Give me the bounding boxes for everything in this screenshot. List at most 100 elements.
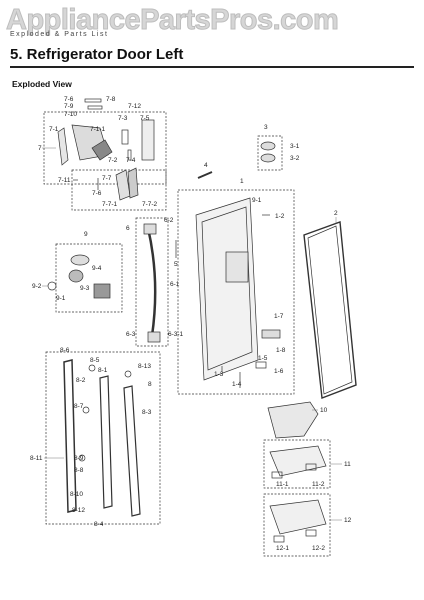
- part-3-2-cap: [260, 153, 276, 163]
- part-1-5-hinge: [255, 361, 267, 369]
- callout-7-11: 7-11: [58, 177, 71, 184]
- callout-7-4: 7-4: [126, 157, 136, 164]
- part-1-door-panel: [195, 197, 259, 381]
- part-3-1-cap: [260, 141, 276, 151]
- part-1-dispenser: [225, 251, 249, 283]
- group-3-box: [257, 135, 283, 171]
- callout-7: 7: [38, 145, 42, 152]
- part-8-1-trim: [99, 375, 113, 509]
- callout-11-2: 11-2: [312, 481, 325, 488]
- callout-1-7: 1-7: [274, 313, 284, 320]
- callout-8-13: 8-13: [138, 363, 151, 370]
- part-7-1-panel: [57, 127, 69, 166]
- callout-1-4: 1-4: [232, 381, 242, 388]
- callout-7-8: 7-8: [106, 96, 116, 103]
- page-title: 5. Refrigerator Door Left: [10, 46, 184, 63]
- part-2-gasket-inner: [307, 225, 353, 395]
- callout-6-3-1: 6-3-1: [168, 331, 184, 338]
- callout-8-11: 8-11: [30, 455, 43, 462]
- part-4-handle: [197, 171, 213, 179]
- callout-7-9: 7-9: [64, 103, 74, 110]
- part-12-2-cap: [305, 529, 317, 537]
- callout-1-8: 1-8: [276, 347, 286, 354]
- part-1-8-strip: [261, 329, 281, 339]
- part-9-2-bolt: [47, 281, 57, 291]
- part-7-5-cover: [141, 119, 155, 161]
- part-8-3-trim: [123, 385, 141, 517]
- callout-7-7: 7-7: [102, 175, 112, 182]
- callout-7-7-1: 7-7-1: [102, 201, 118, 208]
- callout-8-1: 8-1: [98, 367, 108, 374]
- part-7-7-2-bracket: [127, 167, 139, 199]
- part-7-9-bar: [84, 98, 102, 103]
- callout-7-10: 7-10: [64, 111, 77, 118]
- callout-7-1-1: 7-1-1: [90, 126, 106, 133]
- callout-7-12: 7-12: [128, 103, 141, 110]
- callout-8-7: 8-7: [74, 403, 84, 410]
- part-8-9-clip: [78, 454, 86, 462]
- exploded-view-heading: Exploded View: [12, 79, 72, 89]
- part-12-shelf: [269, 499, 327, 535]
- part-1-door-inner: [201, 206, 253, 371]
- callout-7-5: 7-5: [140, 115, 150, 122]
- callout-12-1: 12-1: [276, 545, 289, 552]
- callout-11: 11: [344, 461, 351, 468]
- group-8-box: [45, 351, 161, 525]
- callout-6-1: 6-1: [170, 281, 180, 288]
- part-8-13-clip: [124, 370, 132, 378]
- callout-12-2: 12-2: [312, 545, 325, 552]
- group-11-box: [263, 439, 331, 489]
- callout-9-4: 9-4: [92, 265, 102, 272]
- callout-8-2: 8-2: [76, 377, 86, 384]
- part-7-10-bar: [87, 105, 103, 110]
- callout-6: 6: [126, 225, 130, 232]
- group-6-box: [135, 217, 169, 347]
- callout-9-3: 9-3: [80, 285, 90, 292]
- callout-8-9: 8-9: [74, 455, 84, 462]
- callout-7-7-2: 7-7-2: [142, 201, 158, 208]
- callout-6-2: 6-2: [164, 217, 174, 224]
- part-11-shelf: [269, 445, 327, 477]
- group-12-box: [263, 493, 331, 557]
- part-10-bin: [267, 401, 319, 439]
- group-9-box: [55, 243, 123, 313]
- callout-8-5: 8-5: [90, 357, 100, 364]
- callout-7-6: 7-6: [64, 96, 74, 103]
- callout-8-8: 8-8: [74, 467, 84, 474]
- callout-1-6: 1-6: [274, 368, 284, 375]
- callout-1-2: 1-2: [275, 213, 285, 220]
- callout-10: 10: [320, 407, 328, 414]
- part-9-4-hinge-top: [70, 254, 90, 266]
- part-7-3-small: [121, 129, 129, 145]
- part-7-2-lever: [91, 139, 113, 161]
- callout-8-10: 8-10: [70, 491, 83, 498]
- section-header: Exploded & Parts List: [10, 31, 109, 38]
- callout-2: 2: [334, 210, 338, 217]
- watermark-logo: AppliancePartsPros.com: [6, 4, 340, 37]
- callout-8-3: 8-3: [142, 409, 152, 416]
- callout-8-4: 8-4: [94, 521, 104, 528]
- callout-3: 3: [264, 124, 268, 131]
- part-11-1-cap: [271, 471, 283, 479]
- callout-7-1: 7-1: [49, 126, 59, 133]
- part-6-3-cap: [147, 331, 161, 343]
- callout-8-6: 8-6: [60, 347, 70, 354]
- part-2-gasket: [303, 221, 357, 399]
- part-6-2-cap: [143, 223, 157, 235]
- part-9-3-hinge-body: [68, 269, 84, 283]
- callout-7-2: 7-2: [108, 157, 118, 164]
- callout-7-3: 7-3: [118, 115, 128, 122]
- part-7-4-spring: [127, 149, 132, 161]
- part-9-1-block: [93, 283, 111, 299]
- part-8-5-clip: [88, 364, 96, 372]
- callout-8-12: 8-12: [72, 507, 85, 514]
- callout-9-1: 9-1: [56, 295, 66, 302]
- callout-1-5: 1-5: [258, 355, 268, 362]
- part-12-1-cap: [273, 535, 285, 543]
- callout-1-3: 1-3: [214, 371, 224, 378]
- part-8-11-frame: [63, 359, 77, 513]
- callout-3-2: 3-2: [290, 155, 300, 162]
- callout-1: 1: [240, 178, 244, 185]
